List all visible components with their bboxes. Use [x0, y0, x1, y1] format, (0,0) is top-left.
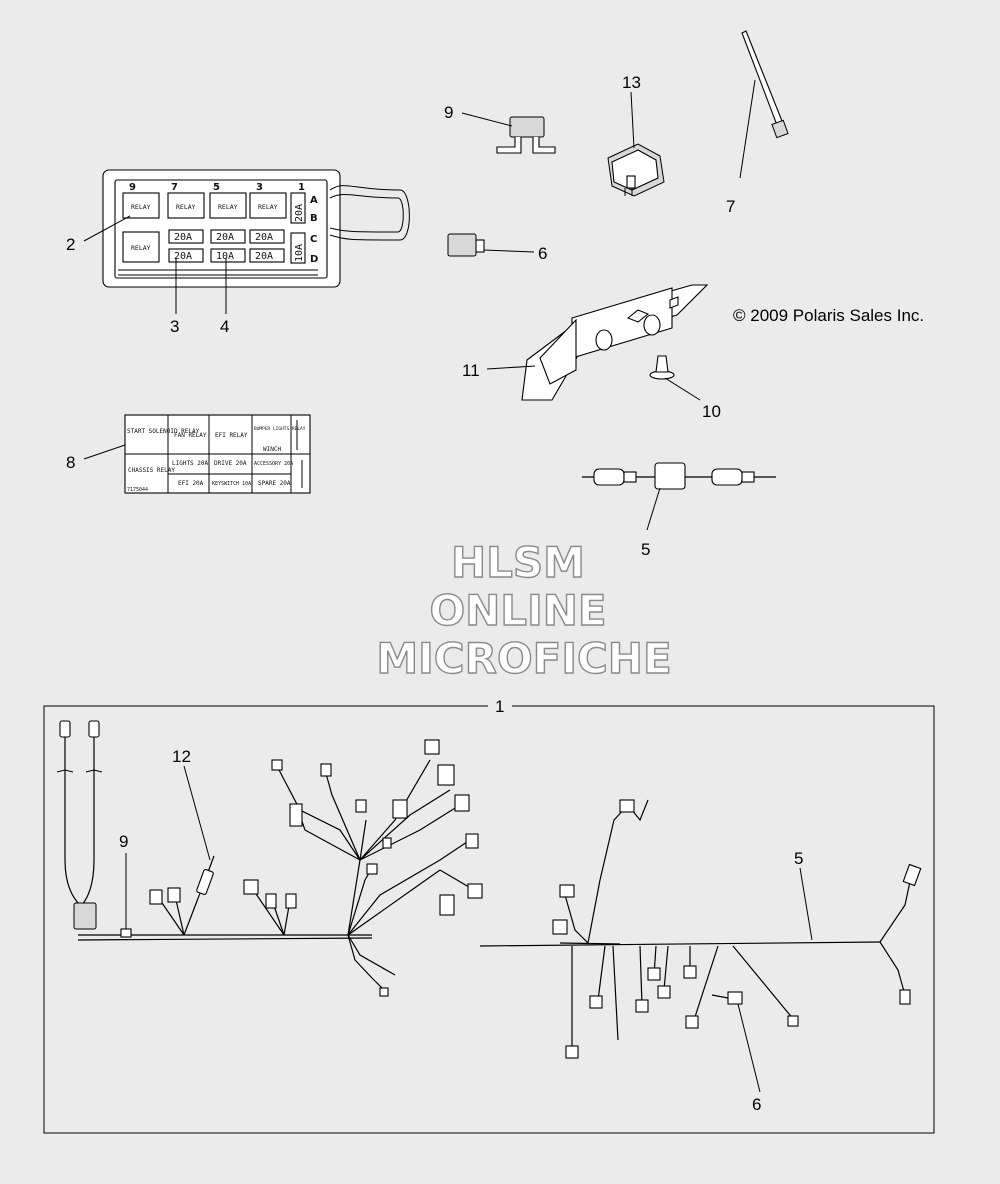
fuse-rating: 20A [294, 204, 305, 222]
callout-11: 11 [462, 361, 480, 380]
decal-cell: FAN RELAY [174, 432, 207, 439]
callout-5-top: 5 [641, 540, 650, 559]
callout-1: 1 [495, 697, 504, 716]
part-10-rivet [649, 355, 675, 380]
decal-cell: EFI 20A [178, 480, 204, 487]
callout-8: 8 [66, 453, 75, 472]
fuse-decal: START SOLENOID RELAY FAN RELAY EFI RELAY… [124, 414, 311, 494]
callout-6-harness: 6 [752, 1095, 761, 1114]
fuse-rating: 20A [216, 232, 234, 243]
relay-label: RELAY [176, 203, 196, 211]
main-harness-left [56, 720, 483, 997]
slot-number: 5 [213, 182, 220, 193]
relay-label: RELAY [258, 203, 278, 211]
fuse-rating: 10A [294, 244, 305, 262]
callout-2: 2 [66, 235, 75, 254]
callout-5-harness: 5 [794, 849, 803, 868]
slot-number: 9 [129, 182, 136, 193]
decal-cell: START SOLENOID RELAY [127, 428, 200, 435]
watermark-line-1: HLSM [451, 538, 585, 587]
fuse-rating: 20A [255, 232, 273, 243]
decal-cell: ACCESSORY 20A [254, 461, 293, 467]
decal-cell: DRIVE 20A [214, 460, 247, 467]
part-9-terminal [496, 116, 556, 154]
row-letter: A [310, 195, 318, 206]
part-5-jumper [582, 462, 776, 490]
main-harness-right [479, 799, 922, 1059]
callout-9-top: 9 [444, 103, 453, 122]
callout-13: 13 [622, 73, 641, 92]
copyright-notice: © 2009 Polaris Sales Inc. [733, 306, 924, 325]
part-6-connector [447, 233, 485, 257]
decal-cell: CHASSIS RELAY [128, 467, 175, 474]
slot-number: 3 [256, 182, 263, 193]
callout-10: 10 [702, 402, 721, 421]
decal-cell: WINCH [263, 446, 281, 453]
watermark-line-3: MICROFICHE [376, 634, 671, 683]
callout-7: 7 [726, 197, 735, 216]
callout-4: 4 [220, 317, 229, 336]
part-11-bracket [521, 284, 709, 401]
fuse-rating: 20A [255, 251, 273, 262]
watermark-line-2: ONLINE [429, 586, 606, 635]
part-7-cable-tie [741, 30, 789, 139]
relay-label: RELAY [131, 244, 151, 252]
callout-9-harness: 9 [119, 832, 128, 851]
slot-number: 7 [171, 182, 178, 193]
fuse-box: 9 7 5 3 1 RELAY RELAY RELAY RELAY RELAY … [102, 169, 410, 288]
decal-cell: BUMPER LIGHTS RELAY [254, 426, 306, 432]
callout-3: 3 [170, 317, 179, 336]
part-13-connector [607, 143, 665, 197]
row-letter: B [310, 213, 318, 224]
callout-6-top: 6 [538, 244, 547, 263]
row-letter: D [310, 254, 318, 265]
relay-label: RELAY [218, 203, 238, 211]
decal-cell: SPARE 20A [258, 480, 291, 487]
fuse-rating: 20A [174, 251, 192, 262]
decal-cell: EFI RELAY [215, 432, 248, 439]
relay-label: RELAY [131, 203, 151, 211]
decal-cell: LIGHTS 20A [172, 460, 209, 467]
fuse-rating: 10A [216, 251, 234, 262]
fuse-rating: 20A [174, 232, 192, 243]
decal-part-number: 7175044 [127, 487, 148, 493]
row-letter: C [310, 234, 317, 245]
slot-number: 1 [298, 182, 305, 193]
decal-cell: KEYSWITCH 10A [212, 481, 251, 487]
callout-12: 12 [172, 747, 191, 766]
